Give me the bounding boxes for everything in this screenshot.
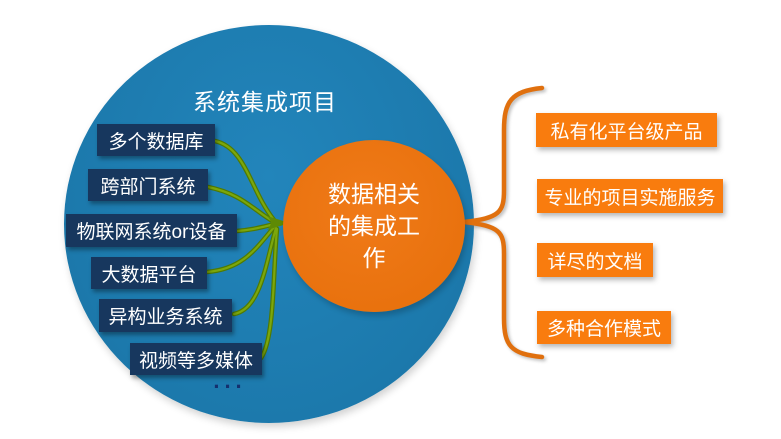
source-box-label: 多个数据库 — [108, 131, 204, 153]
source-box-video-multimedia: 视频等多媒体 — [130, 343, 262, 375]
center-circle-label: 数据相关的集成工作 — [328, 181, 420, 271]
benefit-box-label: 专业的项目实施服务 — [544, 187, 716, 209]
source-box-heterogeneous-business-systems: 异构业务系统 — [99, 299, 232, 332]
benefit-box-detailed-documentation: 详尽的文档 — [537, 243, 653, 277]
benefit-box-private-platform-product: 私有化平台级产品 — [536, 113, 717, 147]
circle-title: 系统集成项目 — [193, 89, 337, 115]
benefit-box-label: 详尽的文档 — [547, 251, 643, 273]
source-box-label: 跨部门系统 — [100, 176, 196, 198]
benefit-box-label: 私有化平台级产品 — [550, 121, 703, 143]
benefit-box-label: 多种合作模式 — [546, 319, 661, 340]
source-box-label: 异构业务系统 — [108, 307, 223, 328]
source-box-cross-department-systems: 跨部门系统 — [88, 169, 208, 201]
benefit-box-multiple-cooperation-modes: 多种合作模式 — [537, 311, 671, 344]
source-box-label: 物联网系统or设备 — [76, 222, 227, 243]
benefit-box-professional-implementation-service: 专业的项目实施服务 — [537, 179, 723, 213]
source-box-label: 视频等多媒体 — [138, 350, 253, 372]
brace-icon — [463, 85, 545, 360]
more-items-ellipsis: ... — [213, 368, 247, 393]
source-box-big-data-platform: 大数据平台 — [91, 257, 207, 289]
source-box-iot-systems-devices: 物联网系统or设备 — [66, 214, 237, 247]
source-box-label: 大数据平台 — [101, 264, 197, 286]
source-box-multiple-databases: 多个数据库 — [97, 124, 215, 156]
center-circle: 数据相关的集成工作 — [283, 140, 465, 312]
